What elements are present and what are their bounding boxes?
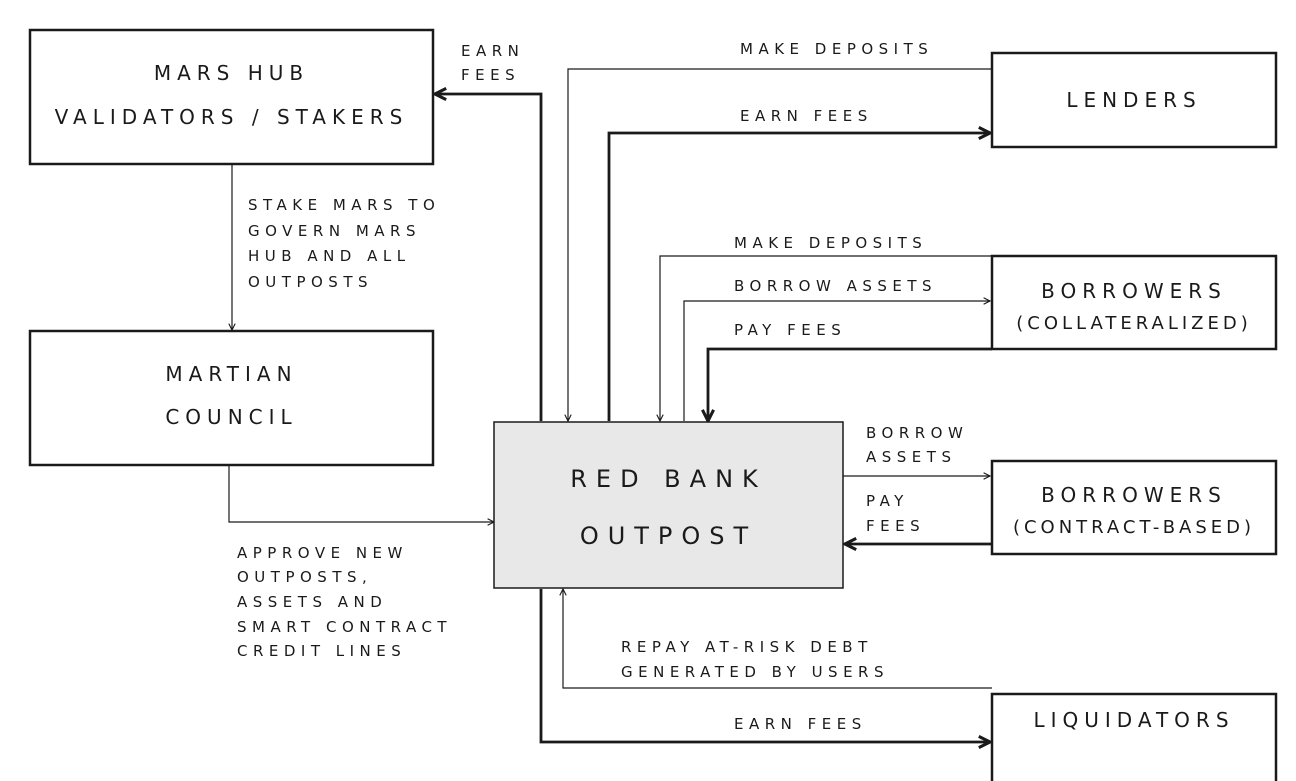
label-approve-5: CREDIT LINES xyxy=(237,642,406,660)
label-stake-mars-3: HUB AND ALL xyxy=(248,247,411,265)
node-borrowers-collat-title: BORROWERS xyxy=(1041,279,1227,303)
node-red-bank-line1: RED BANK xyxy=(570,465,767,493)
label-collat-deposits: MAKE DEPOSITS xyxy=(734,234,927,252)
connector-lenders-deposits xyxy=(568,68,992,421)
label-lenders-earn-fees: EARN FEES xyxy=(740,107,873,125)
connector-approve xyxy=(228,465,494,522)
node-borrowers-contract-subtitle: (CONTRACT-BASED) xyxy=(1013,517,1255,538)
node-martian-council: MARTIAN COUNCIL xyxy=(28,329,435,467)
label-liq-repay-1: REPAY AT-RISK DEBT xyxy=(621,638,873,656)
node-borrowers-contract-title: BORROWERS xyxy=(1041,483,1227,507)
connector-collat-pay-fees xyxy=(708,347,992,421)
connector-collat-borrow xyxy=(683,301,990,421)
connector-liq-earn-fees xyxy=(539,589,990,742)
node-liquidators: LIQUIDATORS xyxy=(990,692,1278,781)
node-borrowers-collateralized: BORROWERS (COLLATERALIZED) xyxy=(990,254,1278,351)
node-council-line2: COUNCIL xyxy=(165,405,297,429)
label-collat-pay-fees: PAY FEES xyxy=(734,321,846,339)
label-hub-earn-fees-2: FEES xyxy=(461,66,520,84)
connector-hub-earn-fees xyxy=(435,94,543,421)
label-lenders-deposits: MAKE DEPOSITS xyxy=(740,40,933,58)
connector-liq-repay xyxy=(563,589,992,689)
node-red-bank-line2: OUTPOST xyxy=(580,522,757,550)
node-mars-hub: MARS HUB VALIDATORS / STAKERS xyxy=(28,28,435,166)
label-contract-pay-2: FEES xyxy=(866,517,925,535)
label-contract-borrow-1: BORROW xyxy=(866,424,968,442)
node-mars-hub-title: MARS HUB xyxy=(154,61,309,85)
label-liq-earn-fees: EARN FEES xyxy=(734,715,867,733)
node-lenders: LENDERS xyxy=(990,51,1278,149)
label-liq-repay-2: GENERATED BY USERS xyxy=(621,663,889,681)
label-stake-mars-1: STAKE MARS TO xyxy=(248,196,440,214)
node-mars-hub-subtitle: VALIDATORS / STAKERS xyxy=(55,105,409,129)
label-approve-3: ASSETS AND xyxy=(237,593,387,611)
connector-lenders-earn-fees xyxy=(607,133,990,421)
label-approve-2: OUTPOSTS, xyxy=(237,568,372,586)
node-lenders-label: LENDERS xyxy=(1066,88,1201,112)
node-council-line1: MARTIAN xyxy=(165,362,297,386)
label-stake-mars-2: GOVERN MARS xyxy=(248,222,421,240)
label-stake-mars-4: OUTPOSTS xyxy=(248,273,373,291)
label-approve-1: APPROVE NEW xyxy=(237,544,408,562)
label-collat-borrow: BORROW ASSETS xyxy=(734,277,937,295)
node-liquidators-label: LIQUIDATORS xyxy=(1033,708,1234,732)
node-borrowers-contract-based: BORROWERS (CONTRACT-BASED) xyxy=(990,459,1278,556)
connector-collat-deposits xyxy=(660,255,992,421)
label-hub-earn-fees-1: EARN xyxy=(461,42,524,60)
label-contract-borrow-2: ASSETS xyxy=(866,448,956,466)
label-approve-4: SMART CONTRACT xyxy=(237,618,452,636)
label-contract-pay-1: PAY xyxy=(866,492,909,510)
node-red-bank-outpost: RED BANK OUTPOST xyxy=(493,421,844,589)
node-borrowers-collat-subtitle: (COLLATERALIZED) xyxy=(1016,313,1252,334)
